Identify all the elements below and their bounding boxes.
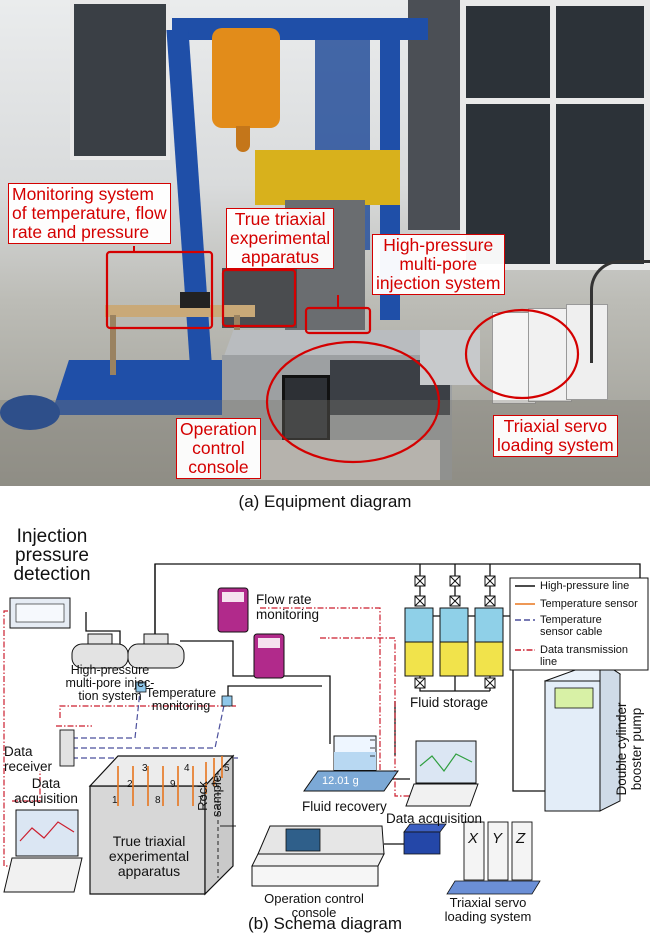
injection-drums: [71, 633, 185, 669]
apparatus-cube: [88, 754, 236, 896]
servo-axis-y: Y: [492, 830, 503, 847]
label-temp-monitoring: Temperature monitoring: [145, 686, 217, 713]
cube-num-3: 3: [142, 763, 148, 774]
label-apparatus: True triaxial experimental apparatus: [108, 833, 190, 879]
fluid-storage-cylinders: [404, 607, 504, 677]
label-fluid-recovery: Fluid recovery: [302, 799, 387, 814]
hoist: [212, 28, 280, 128]
label-booster-pump: Double cylinder booster pump: [614, 702, 644, 796]
highlight-overlays: [105, 246, 580, 464]
servo-axis-z: Z: [516, 830, 526, 847]
data-transmission-lines: [3, 607, 410, 867]
highlight-console: [265, 340, 441, 464]
label-true-triaxial-apparatus: True triaxial experimental apparatus: [226, 208, 335, 269]
desk: [105, 305, 255, 317]
label-servo: Triaxial servo loading system: [444, 895, 532, 924]
highlight-servo: [464, 308, 580, 400]
temp-monitor-1: [135, 681, 147, 693]
label-data-acquisition-right: Data acquisition: [386, 811, 483, 826]
pump-hoses: [590, 260, 650, 363]
console-desk: [250, 440, 440, 480]
highlight-monitoring: [105, 250, 214, 330]
schema-lines: [3, 563, 649, 896]
cube-num-5: 5: [224, 763, 230, 774]
label-operation-console: Operation control console: [176, 418, 261, 479]
data-receiver: [59, 729, 75, 767]
legend-text-1: Temperature sensor: [540, 598, 638, 610]
legend-text-3: Data transmission line: [540, 644, 629, 668]
scale-reading: 12.01 g: [322, 775, 359, 787]
title-injection-pressure-detection: Injection pressure detection: [13, 526, 91, 585]
laptop-left: [3, 809, 83, 893]
cube-num-2: 2: [127, 779, 133, 790]
schema-diagram: Injection pressure detection High-pressu…: [0, 516, 650, 924]
equipment-photo: Monitoring system of temperature, flow r…: [0, 0, 650, 486]
label-flow-monitoring: Flow rate monitoring: [256, 592, 320, 622]
valves: [414, 575, 496, 689]
cube-num-8: 8: [155, 795, 161, 806]
fluid-recovery-beaker: [303, 735, 399, 792]
caption-a: (a) Equipment diagram: [238, 492, 412, 511]
legend: [509, 577, 649, 671]
control-console: [251, 825, 385, 887]
label-data-receiver: Data receiver: [4, 744, 53, 774]
legend-text-2: Temperature sensor cable: [540, 614, 603, 638]
cube-num-1: 1: [112, 795, 118, 806]
cube-num-4: 4: [184, 763, 190, 774]
round-plate: [0, 395, 60, 430]
window-right-mullion: [550, 0, 556, 270]
label-data-acquisition-left: Data acquisition: [14, 776, 78, 806]
label-hp-injection: High-pressure multi-pore injec- tion sys…: [65, 663, 155, 703]
servo-cabinet-2: [528, 308, 572, 402]
laptop-right: [405, 740, 479, 807]
pressure-detection-box: [9, 597, 71, 629]
label-injection-system: High-pressure multi-pore injection syste…: [372, 234, 505, 295]
highlight-injection: [304, 306, 372, 335]
cube-num-6: 6: [212, 779, 218, 790]
servo-system: [403, 821, 541, 895]
label-fluid-storage: Fluid storage: [410, 695, 489, 710]
flow-monitors: [217, 587, 285, 679]
label-operation-console: Operation control console: [264, 891, 364, 920]
label-servo-system: Triaxial servo loading system: [493, 415, 618, 457]
yellow-frame: [255, 150, 400, 205]
cube-num-9: 9: [170, 779, 176, 790]
window-left: [70, 0, 170, 160]
legend-text-0: High-pressure line: [540, 580, 630, 592]
temp-monitor-2: [221, 695, 233, 707]
hoist-hook: [236, 126, 250, 152]
cube-num-7: 7: [198, 795, 204, 806]
console-screen: [282, 375, 330, 441]
servo-axis-x: X: [468, 830, 479, 847]
label-monitoring-system: Monitoring system of temperature, flow r…: [8, 183, 171, 244]
laptop: [180, 292, 210, 308]
highlight-apparatus: [221, 268, 297, 328]
booster-pump: [543, 660, 622, 812]
caption-b: (b) Schema diagram: [247, 914, 402, 933]
temperature-sensors: [117, 756, 223, 806]
